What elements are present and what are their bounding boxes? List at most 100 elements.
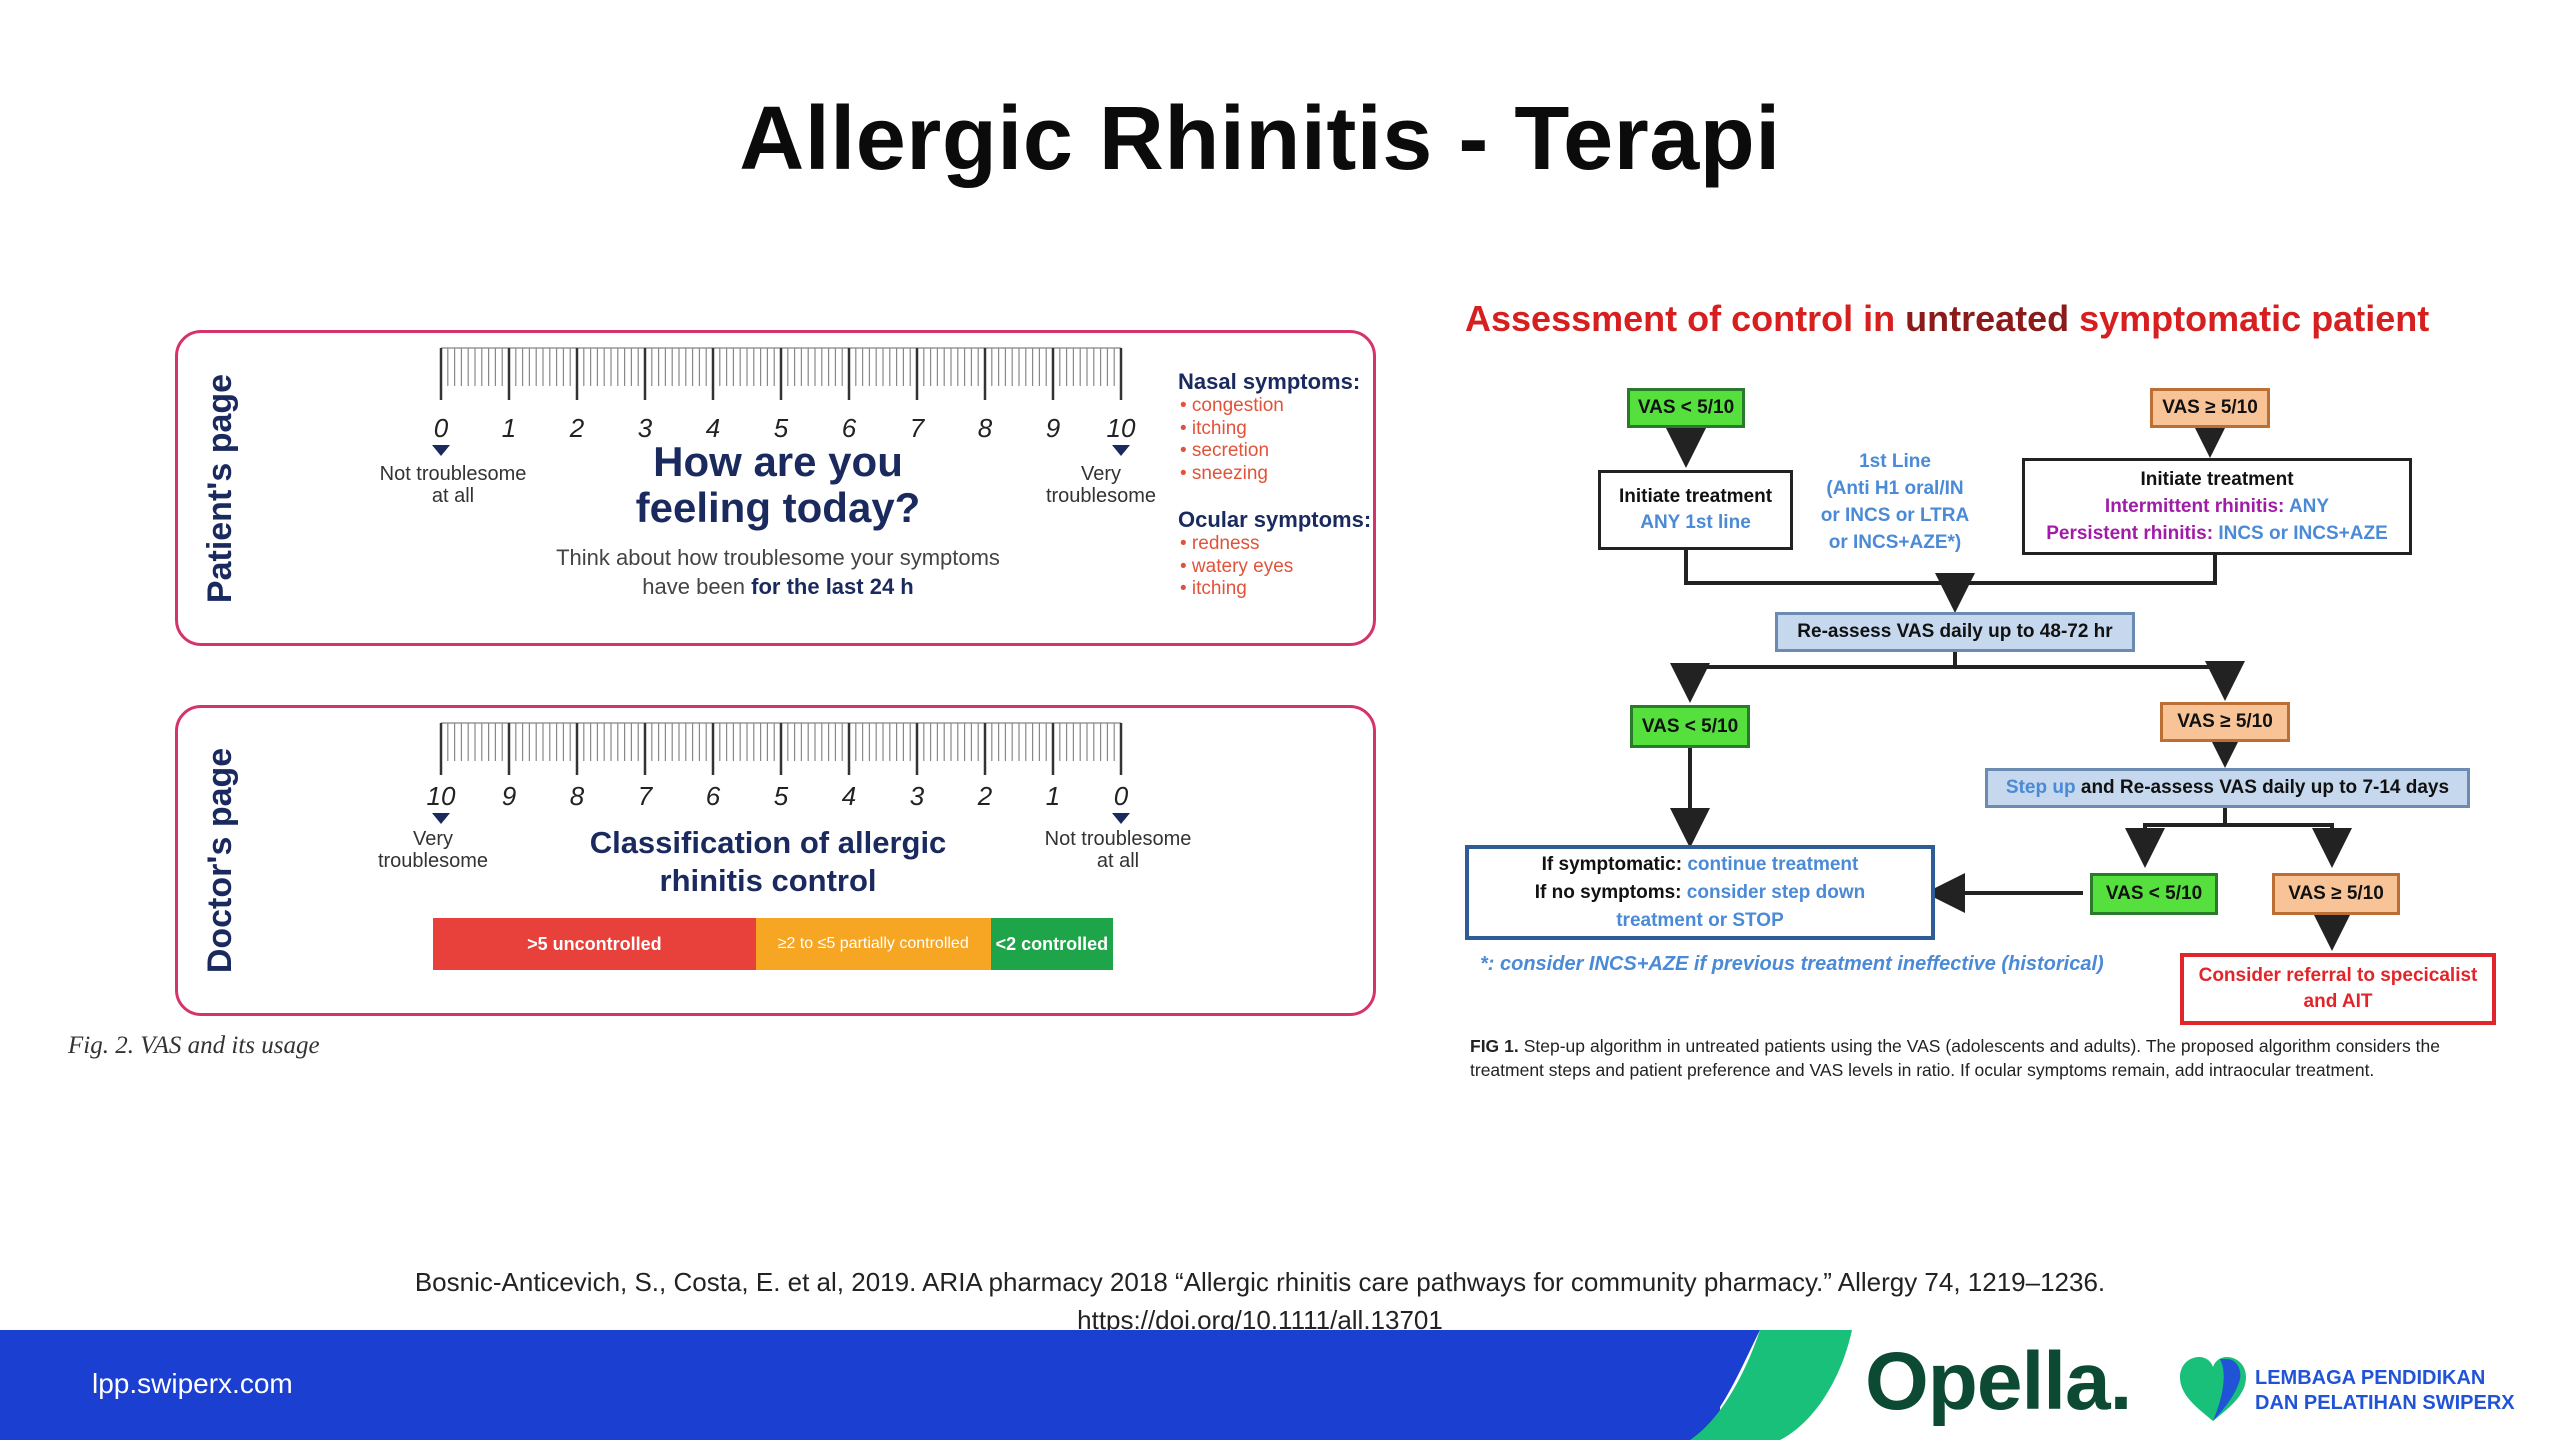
- symptom-item: • secretion: [1180, 440, 1270, 461]
- vas-at-least-5-mid: VAS ≥ 5/10: [2160, 702, 2290, 742]
- footer-band: [0, 1330, 1852, 1440]
- if-no-symptoms-value: consider step down: [1686, 881, 1866, 903]
- connector-reassess-left: [1670, 650, 1957, 703]
- doctor-vas-scale: [432, 722, 1130, 824]
- patient-right-anchor: Very troublesome: [1045, 463, 1157, 507]
- swiperx-heart-icon: [2180, 1357, 2246, 1421]
- control-bar-segment: ≥2 to ≤5 partially controlled: [755, 918, 991, 970]
- patient-scale-tick-label: 9: [1045, 413, 1061, 443]
- stepup-blue: Step up: [2005, 777, 2076, 798]
- instruction-line2-bold: for the last 24 h: [751, 574, 914, 599]
- symptom-item: • itching: [1180, 578, 1247, 599]
- connector-reassess-right: [1955, 661, 2245, 701]
- citation-line1: Bosnic-Anticevich, S., Costa, E. et al, …: [414, 1267, 2106, 1297]
- vas-below-5-mid: VAS < 5/10: [1630, 705, 1750, 748]
- doctor-scale-tick-label: 0: [1113, 781, 1129, 811]
- lpp-logo-text: LEMBAGA PENDIDIKAN DAN PELATIHAN SWIPERX: [2255, 1366, 2515, 1416]
- flowchart-title-prefix: Assessment of control in: [1465, 298, 1906, 339]
- initiate-treatment-left: Initiate treatment ANY 1st line: [1598, 470, 1793, 550]
- patient-scale-tick-label: 0: [433, 413, 449, 443]
- patient-vas-card: Patient's page Not troublesome at all Ve…: [175, 330, 1376, 646]
- patient-scale-tick-label: 6: [841, 413, 857, 443]
- symptom-item: • watery eyes: [1180, 555, 1294, 577]
- connector-stepup-right: [2225, 823, 2352, 868]
- doctor-scale-tick-label: 4: [841, 781, 857, 811]
- flowchart-title-emph: untreated: [1905, 298, 2070, 339]
- outcome-box: If symptomatic: continue treatment If no…: [1465, 845, 1935, 940]
- control-classification-bar: >5 uncontrolled≥2 to ≤5 partially contro…: [433, 918, 1114, 970]
- patient-scale-tick-label: 4: [705, 413, 721, 443]
- patient-scale-tick-label: 3: [637, 413, 653, 443]
- doctor-scale-tick-label: 8: [569, 781, 585, 811]
- stepup-box: Step up and Re-assess VAS daily up to 7-…: [1985, 768, 2470, 808]
- flowchart-title-suffix: symptomatic patient: [2069, 298, 2430, 339]
- first-line-0: 1st Line: [1859, 451, 1931, 472]
- stepup-rest: and Re-assess VAS daily up to 7-14 days: [2075, 777, 2450, 798]
- if-symptomatic-value: continue treatment: [1687, 853, 1859, 875]
- doctor-heading-line1: Classification of allergic: [589, 825, 947, 860]
- nasal-symptoms-heading: Nasal symptoms:: [1178, 369, 1361, 394]
- vas-below-5-top: VAS < 5/10: [1627, 388, 1745, 428]
- patient-instruction: Think about how troublesome your symptom…: [503, 543, 1053, 601]
- patient-scale-tick-label: 2: [569, 413, 585, 443]
- footer-green-accent: [1690, 1330, 1852, 1440]
- vas-below-5-low: VAS < 5/10: [2090, 873, 2218, 915]
- first-line-1: (Anti H1 oral/IN: [1826, 478, 1964, 499]
- patient-scale-right-marker: [1112, 445, 1130, 456]
- doctor-heading: Classification of allergic rhinitis cont…: [578, 824, 958, 900]
- doctor-scale-tick-label: 7: [637, 781, 653, 811]
- vas-at-least-5-top: VAS ≥ 5/10: [2150, 388, 2270, 428]
- control-bar-segment: <2 controlled: [990, 918, 1114, 970]
- doctor-left-anchor: Very troublesome: [377, 828, 489, 872]
- doctor-vas-card: Doctor's page Very troublesome Not troub…: [175, 705, 1376, 1016]
- footer-url-link[interactable]: lpp.swiperx.com: [92, 1368, 293, 1399]
- symptom-item: • sneezing: [1180, 462, 1268, 484]
- flowchart-title: Assessment of control in untreated sympt…: [1465, 298, 2429, 340]
- doctor-heading-line2: rhinitis control: [659, 863, 877, 898]
- init-left-sub: ANY 1st line: [1640, 512, 1751, 533]
- referral-line2: and AIT: [2303, 991, 2373, 1012]
- referral-box: Consider referral to specicalist and AIT: [2180, 953, 2496, 1025]
- patient-scale-tick-label: 10: [1106, 413, 1136, 443]
- doctor-scale-tick-label: 2: [977, 781, 993, 811]
- if-no-symptoms-label: If no symptoms:: [1534, 881, 1687, 903]
- fig2-caption: Fig. 2. VAS and its usage: [68, 1032, 320, 1059]
- patient-question-line2: feeling today?: [635, 484, 921, 531]
- intermittent-label: Intermittent rhinitis:: [2104, 496, 2289, 517]
- instruction-line2: have been: [642, 574, 752, 599]
- slide-title: Allergic Rhinitis - Terapi: [739, 89, 1781, 189]
- doctor-scale-left-marker: [432, 813, 450, 824]
- citation: Bosnic-Anticevich, S., Costa, E. et al, …: [0, 1263, 2520, 1339]
- incs-aze-note: *: consider INCS+AZE if previous treatme…: [1480, 953, 2104, 975]
- doctor-scale-tick-label: 1: [1045, 781, 1061, 811]
- patient-question: How are you feeling today?: [538, 439, 1018, 531]
- if-no-symptoms-value2: treatment or STOP: [1616, 909, 1784, 931]
- patient-vas-scale: [432, 347, 1130, 456]
- symptom-item: • congestion: [1180, 395, 1284, 416]
- symptom-item: • itching: [1180, 417, 1247, 439]
- first-line-2: or INCS or LTRA: [1820, 505, 1970, 526]
- doctor-scale-tick-label: 5: [773, 781, 789, 811]
- doctor-right-anchor: Not troublesome at all: [1044, 828, 1192, 872]
- if-symptomatic-label: If symptomatic:: [1541, 853, 1688, 875]
- first-line-3: or INCS+AZE*): [1828, 532, 1962, 553]
- initiate-treatment-right: Initiate treatment Intermittent rhinitis…: [2022, 458, 2412, 555]
- intermittent-value: ANY: [2288, 496, 2330, 517]
- symptom-item: • redness: [1180, 533, 1260, 554]
- patient-left-anchor: Not troublesome at all: [379, 463, 527, 507]
- reassess-box: Re-assess VAS daily up to 48-72 hr: [1775, 612, 2135, 652]
- lpp-line2: DAN PELATIHAN SWIPERX: [2255, 1392, 2515, 1414]
- patient-question-line1: How are you: [653, 438, 903, 485]
- fig1-caption-text: Step-up algorithm in untreated patients …: [1470, 1036, 2441, 1080]
- init-left-title: Initiate treatment: [1618, 486, 1773, 507]
- patient-scale-tick-label: 1: [501, 413, 517, 443]
- vas-at-least-5-low: VAS ≥ 5/10: [2272, 873, 2400, 915]
- init-right-title: Initiate treatment: [2140, 469, 2294, 490]
- opella-logo: Opella.: [1865, 1336, 2132, 1427]
- lpp-line1: LEMBAGA PENDIDIKAN: [2255, 1367, 2486, 1389]
- fig1-caption: FIG 1. Step-up algorithm in untreated pa…: [1470, 1034, 2440, 1082]
- fig1-caption-label: FIG 1.: [1470, 1036, 1519, 1056]
- persistent-label: Persistent rhinitis:: [2046, 523, 2219, 544]
- ocular-symptoms-heading: Ocular symptoms:: [1178, 507, 1372, 532]
